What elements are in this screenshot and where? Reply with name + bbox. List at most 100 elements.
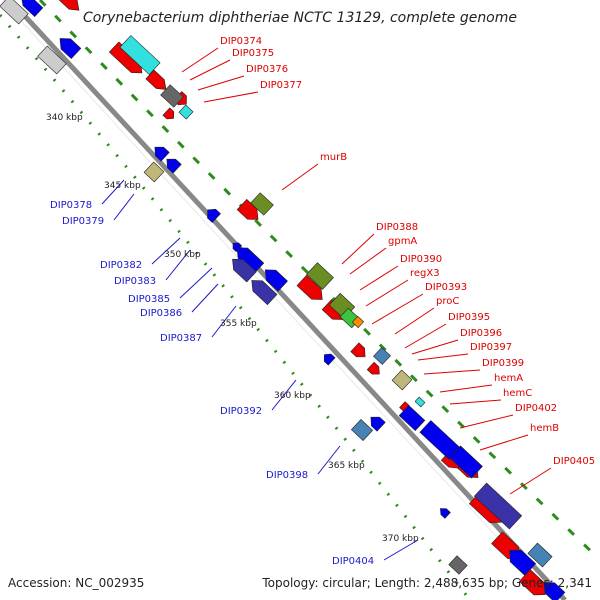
steel-gene-2[interactable] bbox=[350, 419, 374, 441]
callout-line bbox=[151, 237, 181, 265]
callout-line bbox=[181, 47, 219, 73]
callout-line bbox=[189, 59, 231, 81]
light-gray-gene[interactable] bbox=[37, 45, 67, 75]
forward-gene-1[interactable] bbox=[52, 0, 83, 15]
reverse-gene-8[interactable] bbox=[247, 275, 278, 306]
reverse-gene-3[interactable] bbox=[151, 143, 170, 162]
callout-line bbox=[349, 247, 387, 275]
gene-label-DIP0396: DIP0396 bbox=[460, 328, 502, 339]
callout-line bbox=[359, 265, 399, 291]
callout-line bbox=[509, 467, 552, 495]
steel-gene[interactable] bbox=[373, 347, 391, 365]
reverse-gene-1[interactable] bbox=[17, 0, 44, 17]
callout-line bbox=[383, 539, 419, 561]
reverse-gene-5[interactable] bbox=[204, 206, 221, 223]
gene-label-DIP0392: DIP0392 bbox=[220, 406, 262, 417]
olive-gene-2[interactable] bbox=[306, 262, 334, 290]
callout-line bbox=[211, 305, 237, 338]
reverse-gene-17[interactable] bbox=[539, 577, 566, 600]
callout-line bbox=[371, 293, 424, 325]
gene-label-DIP0397: DIP0397 bbox=[470, 342, 512, 353]
gene-label-regX3: regX3 bbox=[410, 268, 440, 279]
cyan-gene-3[interactable] bbox=[414, 396, 426, 408]
tan-gene[interactable] bbox=[391, 369, 413, 391]
orange-gene[interactable] bbox=[351, 315, 365, 329]
forward-gene-5[interactable] bbox=[162, 107, 177, 122]
gene-label-DIP0377: DIP0377 bbox=[260, 80, 302, 91]
ruler-label: 350 kbp bbox=[164, 250, 201, 260]
reverse-gene-12[interactable] bbox=[398, 404, 426, 432]
gene-label-DIP0385: DIP0385 bbox=[128, 294, 170, 305]
callout-line bbox=[417, 353, 469, 361]
cyan-gene-small[interactable] bbox=[178, 104, 194, 120]
callout-line bbox=[459, 414, 514, 429]
callout-line bbox=[101, 179, 125, 205]
gray-gene-2[interactable] bbox=[448, 555, 468, 575]
cyan-gene[interactable] bbox=[119, 35, 161, 75]
gene-label-DIP0402: DIP0402 bbox=[515, 403, 557, 414]
gene-label-murB: murB bbox=[320, 152, 347, 163]
gene-label-DIP0390: DIP0390 bbox=[400, 254, 442, 265]
gene-label-DIP0386: DIP0386 bbox=[140, 308, 182, 319]
gene-label-DIP0375: DIP0375 bbox=[232, 48, 274, 59]
gene-label-DIP0393: DIP0393 bbox=[425, 282, 467, 293]
gene-label-DIP0374: DIP0374 bbox=[220, 36, 262, 47]
callout-line bbox=[423, 369, 481, 375]
forward-gene-9[interactable] bbox=[350, 342, 369, 361]
olive-gene[interactable] bbox=[250, 192, 274, 216]
gene-label-DIP0398: DIP0398 bbox=[266, 470, 308, 481]
topology-text: Topology: circular; Length: 2,488,635 bp… bbox=[262, 576, 592, 590]
gene-label-hemA: hemA bbox=[494, 373, 523, 384]
callout-line bbox=[404, 323, 447, 349]
light-gray-gene-2[interactable] bbox=[0, 0, 29, 25]
callout-line bbox=[281, 163, 319, 191]
ruler-label: 360 kbp bbox=[274, 391, 311, 401]
reverse-gene-11[interactable] bbox=[367, 413, 386, 432]
reverse-gene-18[interactable] bbox=[230, 240, 243, 253]
reverse-gene-13[interactable] bbox=[419, 420, 461, 460]
reverse-gene-4[interactable] bbox=[163, 155, 182, 174]
gene-label-hemC: hemC bbox=[503, 388, 532, 399]
callout-line bbox=[113, 193, 135, 221]
reverse-gene-2[interactable] bbox=[55, 33, 82, 60]
reverse-gene-7[interactable] bbox=[228, 254, 257, 283]
gray-gene[interactable] bbox=[160, 84, 184, 108]
gene-label-DIP0383: DIP0383 bbox=[114, 276, 156, 287]
gene-label-DIP0378: DIP0378 bbox=[50, 200, 92, 211]
ruler-label: 355 kbp bbox=[220, 319, 257, 329]
callout-line bbox=[317, 445, 341, 475]
reverse-gene-15[interactable] bbox=[438, 506, 451, 519]
callout-line bbox=[197, 75, 245, 91]
callout-line bbox=[365, 279, 409, 307]
gene-label-DIP0405: DIP0405 bbox=[553, 456, 595, 467]
callout-line bbox=[341, 233, 375, 265]
callout-line bbox=[165, 249, 191, 281]
steel-gene-3[interactable] bbox=[527, 542, 553, 568]
gene-label-DIP0387: DIP0387 bbox=[160, 333, 202, 344]
reverse-gene-9[interactable] bbox=[260, 265, 288, 292]
gene-label-DIP0388: DIP0388 bbox=[376, 222, 418, 233]
forward-gene-7[interactable] bbox=[296, 274, 327, 304]
reverse-gene-10[interactable] bbox=[321, 351, 336, 366]
gene-label-DIP0379: DIP0379 bbox=[62, 216, 104, 227]
forward-gene-17[interactable] bbox=[518, 569, 550, 600]
callout-line bbox=[191, 283, 219, 313]
accession-text: Accession: NC_002935 bbox=[8, 576, 145, 590]
callout-line bbox=[411, 339, 459, 355]
ruler-label: 340 kbp bbox=[46, 113, 83, 123]
tan-gene-2[interactable] bbox=[143, 161, 165, 183]
callout-line bbox=[271, 379, 297, 411]
gene-label-DIP0382: DIP0382 bbox=[100, 260, 142, 271]
callout-line bbox=[179, 267, 213, 299]
gene-label-hemB: hemB bbox=[530, 423, 559, 434]
callout-line bbox=[394, 307, 435, 335]
reverse-gene-14[interactable] bbox=[449, 445, 483, 479]
forward-gene-3[interactable] bbox=[145, 69, 170, 94]
navy-gene[interactable] bbox=[473, 482, 523, 530]
reverse-gene-16[interactable] bbox=[504, 545, 537, 576]
gene-label-DIP0404: DIP0404 bbox=[332, 556, 374, 567]
forward-gene-10[interactable] bbox=[366, 361, 383, 377]
callout-line bbox=[449, 399, 502, 405]
gene-label-proC: proC bbox=[436, 296, 459, 307]
